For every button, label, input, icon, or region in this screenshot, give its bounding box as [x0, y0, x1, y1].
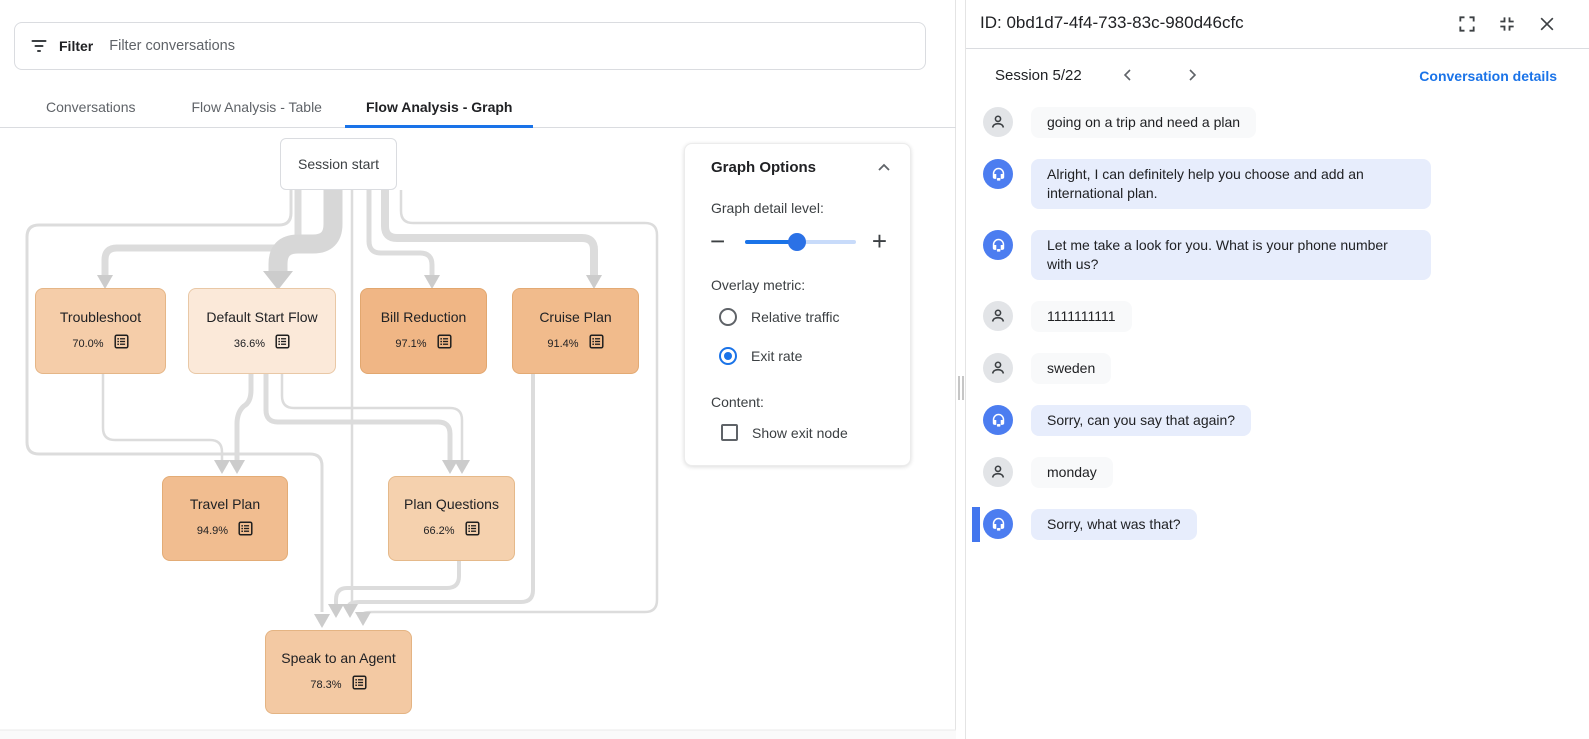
zoom-out-minus-button[interactable]: − [710, 226, 726, 256]
message-bubble[interactable]: Let me take a look for you. What is your… [1031, 230, 1431, 280]
message-bubble[interactable]: sweden [1031, 353, 1112, 384]
node-exit-rate: 78.3% [310, 678, 342, 691]
radio-icon[interactable] [719, 308, 737, 326]
tab-flow-analysis-graph[interactable]: Flow Analysis - Graph [344, 88, 534, 128]
flow-graph-canvas[interactable] [0, 0, 956, 739]
message-bubble[interactable]: Sorry, what was that? [1031, 509, 1197, 540]
graph-node-travel-plan[interactable]: Travel Plan 94.9% [162, 476, 288, 561]
conversation-id-title: ID: 0bd1d7-4f4-733-83c-980d46cfc [980, 13, 1244, 32]
detail-header: ID: 0bd1d7-4f4-733-83c-980d46cfc [966, 0, 1589, 49]
message-list: going on a trip and need a plan Alright,… [966, 107, 1589, 542]
previous-session-chevron-left-icon[interactable] [1121, 68, 1135, 82]
filter-label: Filter [59, 38, 94, 54]
bot-headset-avatar [983, 509, 1013, 539]
radio-icon[interactable] [719, 347, 737, 365]
list-alt-icon[interactable] [352, 674, 367, 695]
graph-node-plan-questions[interactable]: Plan Questions 66.2% [388, 476, 515, 561]
bot-headset-avatar [983, 159, 1013, 189]
exit-fullscreen-icon[interactable] [1497, 14, 1517, 34]
list-alt-icon[interactable] [465, 521, 480, 541]
node-exit-rate: 91.4% [547, 337, 579, 350]
tab-flow-analysis-table[interactable]: Flow Analysis - Table [191, 98, 322, 115]
session-nav-row: Session 5/22 Conversation details [966, 49, 1589, 101]
graph-node-speak-to-an-agent[interactable]: Speak to an Agent 78.3% [265, 630, 412, 714]
chat-message-bot: Sorry, can you say that again? [966, 405, 1589, 436]
chat-message-bot: Let me take a look for you. What is your… [966, 230, 1589, 280]
user-person-avatar [983, 353, 1013, 383]
message-bubble[interactable]: Alright, I can definitely help you choos… [1031, 159, 1431, 209]
slider-fill [745, 240, 797, 244]
drag-handle-icon [958, 376, 964, 400]
node-title: Bill Reduction [380, 308, 467, 325]
radio-exit-rate[interactable]: Exit rate [719, 347, 802, 365]
collapse-chevron-up-icon[interactable] [876, 160, 892, 176]
chat-message-user: going on a trip and need a plan [966, 107, 1589, 138]
radio-relative-traffic[interactable]: Relative traffic [719, 308, 839, 326]
checkbox-icon[interactable] [721, 424, 738, 441]
checkbox-show-exit-node[interactable]: Show exit node [721, 424, 848, 441]
flow-analysis-panel: Filter Filter conversations Conversation… [0, 0, 956, 739]
graph-node-troubleshoot[interactable]: Troubleshoot 70.0% [35, 288, 166, 374]
node-title: Troubleshoot [59, 308, 142, 325]
node-title: Travel Plan [189, 496, 261, 512]
conversation-details-link[interactable]: Conversation details [1419, 68, 1557, 84]
node-title: Plan Questions [404, 496, 499, 512]
graph-options-title: Graph Options [711, 159, 816, 176]
filter-placeholder: Filter conversations [109, 38, 235, 54]
node-title: Speak to an Agent [281, 649, 396, 666]
chat-message-user: sweden [966, 353, 1589, 384]
list-alt-icon[interactable] [275, 333, 290, 354]
highlight-bar [972, 507, 980, 542]
list-alt-icon[interactable] [589, 333, 604, 354]
overlay-metric-label: Overlay metric: [711, 277, 806, 293]
chat-message-user: monday [966, 457, 1589, 488]
graph-node-bill-reduction[interactable]: Bill Reduction 97.1% [360, 288, 487, 374]
node-title: Default Start Flow [206, 308, 318, 325]
fullscreen-icon[interactable] [1457, 14, 1477, 34]
conversation-detail-panel: ID: 0bd1d7-4f4-733-83c-980d46cfc Session… [965, 0, 1589, 739]
slider-thumb[interactable] [788, 233, 806, 251]
node-exit-rate: 70.0% [72, 337, 104, 350]
message-bubble[interactable]: monday [1031, 457, 1113, 488]
content-label: Content: [711, 394, 764, 410]
user-person-avatar [983, 457, 1013, 487]
node-exit-rate: 97.1% [395, 337, 427, 350]
tab-bar: Conversations Flow Analysis - Table Flow A… [0, 88, 956, 128]
panel-resize-handle[interactable] [956, 0, 965, 739]
detail-level-slider[interactable] [745, 233, 856, 251]
chat-message-bot: Sorry, what was that? [966, 507, 1589, 542]
zoom-in-plus-button[interactable]: + [871, 226, 887, 256]
list-alt-icon[interactable] [114, 333, 129, 354]
user-person-avatar [983, 301, 1013, 331]
chat-message-user: 1111111111 [966, 301, 1589, 332]
bot-headset-avatar [983, 230, 1013, 260]
message-bubble[interactable]: going on a trip and need a plan [1031, 107, 1257, 138]
session-counter: Session 5/22 [995, 67, 1082, 84]
edge-arrows [97, 271, 602, 628]
message-bubble[interactable]: 1111111111 [1031, 301, 1132, 332]
bot-headset-avatar [983, 405, 1013, 435]
node-exit-rate: 36.6% [233, 337, 266, 350]
next-session-chevron-right-icon[interactable] [1185, 68, 1199, 82]
node-title: Cruise Plan [539, 308, 612, 325]
graph-options-card: Graph Options Graph detail level: − + Ov… [684, 143, 911, 466]
tab-conversations[interactable]: Conversations [46, 98, 136, 115]
node-exit-rate: 66.2% [423, 525, 455, 537]
graph-node-session-start[interactable]: Session start [280, 138, 397, 190]
filter-icon [31, 40, 47, 52]
filter-conversations-input[interactable]: Filter Filter conversations [14, 22, 926, 70]
graph-node-default-start-flow[interactable]: Default Start Flow 36.6% [188, 288, 336, 374]
chat-message-bot: Alright, I can definitely help you choos… [966, 159, 1589, 209]
user-person-avatar [983, 107, 1013, 137]
list-alt-icon[interactable] [238, 521, 253, 541]
message-bubble[interactable]: Sorry, can you say that again? [1031, 405, 1252, 436]
graph-detail-level-label: Graph detail level: [711, 200, 824, 216]
close-icon[interactable] [1537, 14, 1557, 34]
graph-node-cruise-plan[interactable]: Cruise Plan 91.4% [512, 288, 639, 374]
list-alt-icon[interactable] [437, 333, 452, 354]
node-exit-rate: 94.9% [196, 525, 229, 537]
